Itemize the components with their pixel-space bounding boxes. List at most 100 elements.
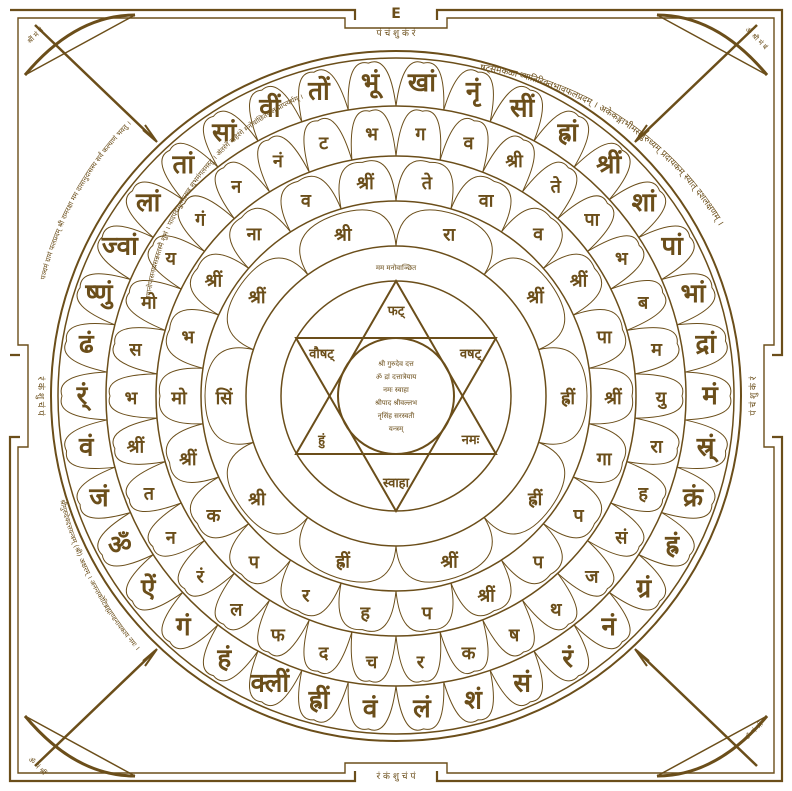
ring1-syllable: लं [412, 694, 432, 724]
ring2-syllable: च [365, 652, 379, 673]
ring1-syllable: शं [464, 685, 483, 715]
corner-top-left: श्रीं मं बं [25, 25, 46, 46]
center-hub-text: श्री गुरुदेव दत्तॐ द्रां दत्तात्रेयायनमः… [375, 359, 418, 433]
hexagram-label: वषट् [459, 347, 483, 362]
ring1-syllable: द्रां [694, 329, 717, 359]
ring1-syllable: नृं [465, 77, 482, 108]
ring2-syllable: भ [125, 388, 139, 409]
ring2-syllable: ल [229, 599, 243, 620]
hub-line: नमः स्वाहा [383, 386, 409, 394]
hub-line: यन्त्रम् [389, 425, 404, 433]
ring1-syllable: स्र्ं [696, 433, 720, 464]
bow-arrow-top-left-icon [25, 15, 157, 142]
ring1-syllable: गं [175, 612, 192, 642]
ring1-syllable: लां [135, 188, 162, 218]
ring2-syllable: भ [615, 248, 629, 269]
center-top-note: मम मनोवाञ्छित [376, 263, 417, 272]
ring1-syllable: ह्रीं [308, 684, 331, 715]
ring3-syllable: ना [246, 224, 263, 245]
ring2-syllable: फ [270, 625, 286, 646]
ring4-syllable: ह्रीं [527, 488, 544, 510]
ring2-syllable: क [461, 643, 477, 664]
ring2-syllable: ते [550, 176, 562, 198]
hexagram-label: स्वाहा [382, 476, 410, 491]
ring2-syllable: र [416, 652, 425, 673]
ring1-syllable: ह्रं [664, 530, 680, 560]
ring2-syllable: यु [655, 388, 668, 410]
ring2-syllable: सं [614, 528, 628, 549]
ring3-syllable: श्रीं [356, 172, 375, 194]
ring4-syllable: ह्रीं [560, 387, 577, 409]
ring1-syllable: हं [216, 644, 232, 674]
petal-outline [227, 442, 308, 534]
ring3-syllable: प [532, 552, 544, 573]
gate-top-label: E [391, 6, 401, 22]
ring1-syllable: क्लीं [250, 668, 291, 699]
ring1-syllable: भूं [361, 68, 384, 99]
ring3-syllable: श्रीं [604, 387, 623, 409]
ring3-syllable: भ [181, 327, 195, 348]
ring2-syllable: य [164, 248, 177, 269]
ring2-syllable: त [143, 484, 155, 505]
ring2-syllable: रं [195, 567, 204, 588]
ring1-syllable: मं [701, 381, 719, 411]
ring2-syllable: रा [649, 437, 663, 458]
ring2-syllable: ब [637, 292, 649, 313]
hub-line: ॐ द्रां दत्तात्रेयाय [376, 372, 417, 381]
ring2-syllable: श्रीं [127, 436, 146, 458]
gate-bottom-text: रं कं शु चं पं [377, 771, 417, 782]
petal-outline [484, 442, 565, 534]
hexagram-label: फट् [387, 304, 407, 319]
ring1-syllable: ज्वां [101, 232, 139, 262]
svg-text:श्रीगुरुदेवदत्तयन्त्रम् (श्री): श्रीगुरुदेवदत्तयन्त्रम् (श्री) अक्षरम् ।… [58, 498, 141, 652]
petal-outline [227, 258, 308, 350]
ring3-syllable: पा [596, 327, 613, 348]
ring3-syllable: श्रीं [205, 270, 224, 292]
ring1-syllable: ढं [78, 329, 95, 359]
petal-outline [484, 258, 565, 350]
ring3-syllable: श्रीं [570, 270, 589, 292]
ring3-syllable: श्रीं [477, 584, 496, 606]
ring3-syllable: र [301, 585, 310, 606]
ring2-syllable: नं [272, 151, 284, 172]
outer-text-bottom: श्रीगुरुदेवदत्तयन्त्रम् (श्री) अक्षरम् ।… [58, 498, 141, 652]
ring1-syllable: वीं [258, 92, 281, 123]
ring2-syllable: स [128, 339, 142, 360]
ring3-syllable: ते [421, 172, 433, 194]
bija-rings: खांनृंसींह्रांश्रींशांपांभांद्रांमंस्र्ं… [76, 68, 720, 724]
ring1-syllable: नं [600, 612, 617, 642]
bow-arrow-bottom-left-icon [25, 649, 157, 776]
ring3-syllable: ह [359, 603, 371, 624]
ring2-syllable: न [165, 528, 177, 549]
ring1-syllable: ह्रां [556, 118, 579, 148]
petal-outline [178, 541, 234, 597]
ring3-syllable: क [206, 505, 222, 526]
ring3-syllable: प [421, 603, 433, 624]
ring2-syllable: श्री [505, 150, 524, 172]
ring1-syllable: जं [88, 483, 110, 513]
petal-outline [534, 625, 589, 681]
ring2-syllable: गं [194, 209, 206, 230]
ring1-syllable: ॐ [108, 530, 132, 560]
hub-line: नृसिंह सरस्वती [378, 411, 415, 420]
ring1-syllable: र्ं [76, 381, 93, 412]
ring2-syllable: ह [637, 484, 649, 505]
ring4-syllable: ह्रीं [335, 551, 352, 573]
ring1-syllable: वं [362, 694, 379, 724]
gate-left-text: रं कं शु चं पं [35, 377, 46, 417]
gate-top-text: पं चं शु कं रं [377, 28, 416, 39]
ring1-syllable: श्रीं [596, 149, 622, 180]
ring2-syllable: ग [414, 124, 426, 145]
ring2-syllable: भ [365, 124, 379, 145]
lotus-petals [61, 62, 731, 730]
ring1-syllable: सीं [509, 92, 536, 123]
ring1-syllable: सां [211, 118, 238, 148]
petal-outline [178, 196, 234, 252]
ring2-syllable: म [650, 339, 663, 360]
ring3-syllable: वा [478, 191, 495, 212]
ring2-syllable: व [463, 133, 475, 154]
ring1-syllable: शां [632, 188, 658, 218]
ring1-syllable: तों [307, 76, 331, 107]
ring3-syllable: श्रीं [179, 448, 198, 470]
